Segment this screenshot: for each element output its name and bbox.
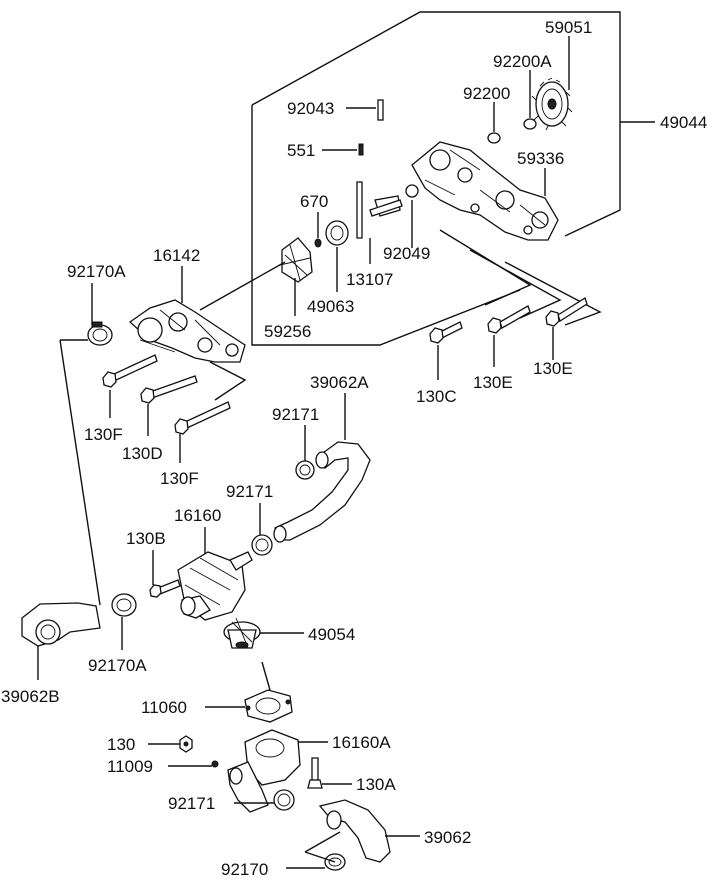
leader-lines — [37, 36, 570, 869]
clamp-92171-top — [295, 460, 315, 480]
sensor-11009 — [211, 760, 219, 768]
label-92200A: 92200A — [493, 52, 552, 71]
gasket-11060 — [244, 661, 293, 723]
gear-59051 — [531, 77, 573, 131]
label-39062: 39062 — [424, 828, 471, 847]
pin-551 — [358, 143, 364, 156]
label-130F-bottom: 130F — [160, 469, 199, 488]
bolt-130A — [307, 757, 323, 789]
label-92043: 92043 — [287, 99, 334, 118]
label-16160: 16160 — [174, 506, 221, 525]
clamp-92170A-top — [87, 321, 113, 346]
nut-130 — [179, 735, 193, 753]
bolt-130B — [149, 579, 181, 598]
label-39062A: 39062A — [310, 373, 369, 392]
label-92170A-bottom: 92170A — [88, 656, 147, 675]
label-670: 670 — [300, 192, 328, 211]
seal-49063 — [325, 220, 349, 246]
label-130A: 130A — [356, 775, 396, 794]
bolt-130E-right — [545, 297, 588, 327]
label-130C: 130C — [416, 387, 457, 406]
label-92170: 92170 — [221, 860, 268, 879]
label-92171-mid: 92171 — [226, 482, 273, 501]
hose-39062A — [273, 441, 371, 543]
washer-92200A — [523, 118, 537, 130]
hose-39062B — [21, 339, 101, 647]
bolt-130D — [140, 375, 198, 404]
pump-housing-59336 — [411, 141, 559, 241]
bolt-130F-bottom — [174, 401, 231, 435]
housing-16160A — [227, 729, 301, 813]
label-92171-top: 92171 — [272, 405, 319, 424]
assembly-outline-49044 — [251, 11, 655, 346]
label-59256: 59256 — [264, 322, 311, 341]
pin-92043 — [377, 99, 384, 121]
label-13107: 13107 — [346, 270, 393, 289]
bolt-130F-top — [102, 354, 158, 388]
bolt-130E-left — [487, 305, 531, 334]
label-130D: 130D — [122, 444, 163, 463]
label-49044: 49044 — [660, 113, 707, 132]
label-130: 130 — [107, 735, 135, 754]
label-130F-top: 130F — [84, 425, 123, 444]
thermostat-housing-16160 — [177, 551, 253, 621]
hose-39062 — [318, 799, 391, 863]
label-130E-left: 130E — [473, 373, 513, 392]
label-92170A-top: 92170A — [67, 262, 126, 281]
label-39062B: 39062B — [1, 687, 60, 706]
thermostat-49054 — [223, 617, 261, 649]
label-59336: 59336 — [517, 149, 564, 168]
part-labels: 59051 92200A 92200 92043 49044 551 59336… — [1, 18, 707, 879]
impeller-59256 — [199, 237, 313, 311]
label-49054: 49054 — [308, 625, 355, 644]
label-11060: 11060 — [141, 698, 187, 717]
ring-670 — [314, 238, 322, 248]
washer-92049 — [405, 184, 419, 198]
label-130E-right: 130E — [533, 359, 573, 378]
label-551: 551 — [287, 141, 315, 160]
clamp-92171-mid — [251, 534, 273, 556]
clamp-92171-bottom — [273, 789, 295, 811]
label-130B: 130B — [126, 529, 166, 548]
washer-92200 — [487, 132, 501, 144]
clamp-92170 — [304, 831, 346, 871]
label-92171-bottom: 92171 — [168, 794, 215, 813]
label-49063: 49063 — [307, 297, 354, 316]
label-92049: 92049 — [383, 244, 430, 263]
label-11009: 11009 — [107, 757, 153, 776]
label-16160A: 16160A — [332, 733, 391, 752]
water-pump-16142 — [128, 299, 246, 363]
label-16142: 16142 — [153, 246, 200, 265]
label-59051: 59051 — [545, 18, 592, 37]
clamp-92170A-bottom — [111, 593, 137, 617]
label-92200: 92200 — [463, 84, 510, 103]
bolt-130C — [429, 321, 463, 344]
